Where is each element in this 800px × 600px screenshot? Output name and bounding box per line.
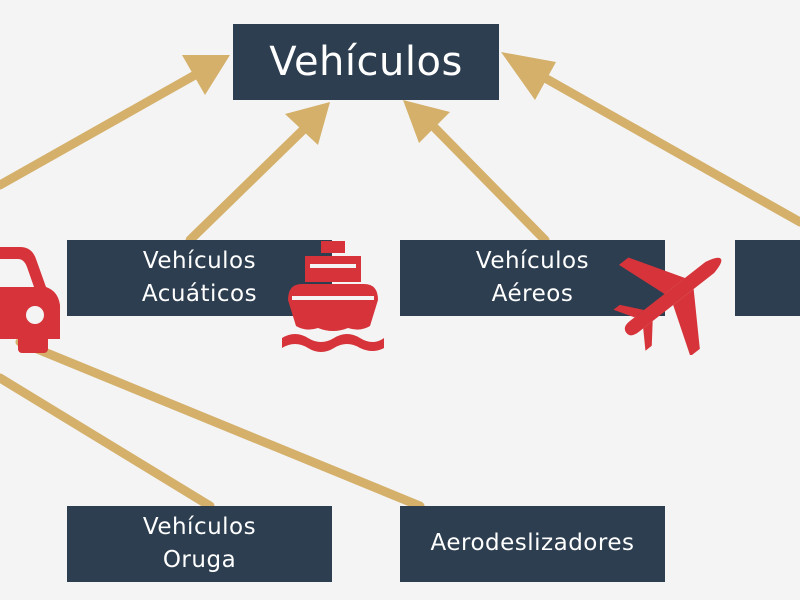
node-aerodeslizadores: Aerodeslizadores [400,506,665,582]
node-oruga-line1: Vehículos [142,513,257,540]
node-aereos-line2: Aéreos [491,281,574,307]
arrow-right-to-root [540,73,800,227]
arrow-left-to-root [0,70,200,190]
node-vehiculos-aereos: Vehículos Aéreos [400,240,665,316]
node-partial-right [735,240,800,316]
arrow-aereos-to-root [427,120,550,245]
node-acuaticos-line2: Acuáticos [141,281,258,307]
node-oruga-line2: Oruga [162,547,237,573]
connector-oruga [0,373,215,511]
node-vehiculos-oruga: Vehículos Oruga [67,506,332,582]
arrow-acuaticos-to-root [185,123,310,245]
arrowhead-acuaticos [285,102,330,145]
node-vehiculos-acuaticos: Vehículos Acuáticos [67,240,332,316]
node-acuaticos-line1: Vehículos [142,247,257,274]
airplane-icon [613,257,722,355]
car-icon [0,247,60,353]
node-aerodeslizadores-label: Aerodeslizadores [430,530,635,557]
ship-icon [282,241,384,352]
arrowhead-aereos [403,100,450,143]
root-label: Vehículos [269,39,463,85]
root-node-vehiculos: Vehículos [233,24,499,100]
node-aereos-line1: Vehículos [475,247,590,274]
arrowhead-left [182,55,230,95]
arrowhead-right [501,52,556,100]
connector-aerodeslizadores [15,337,425,511]
